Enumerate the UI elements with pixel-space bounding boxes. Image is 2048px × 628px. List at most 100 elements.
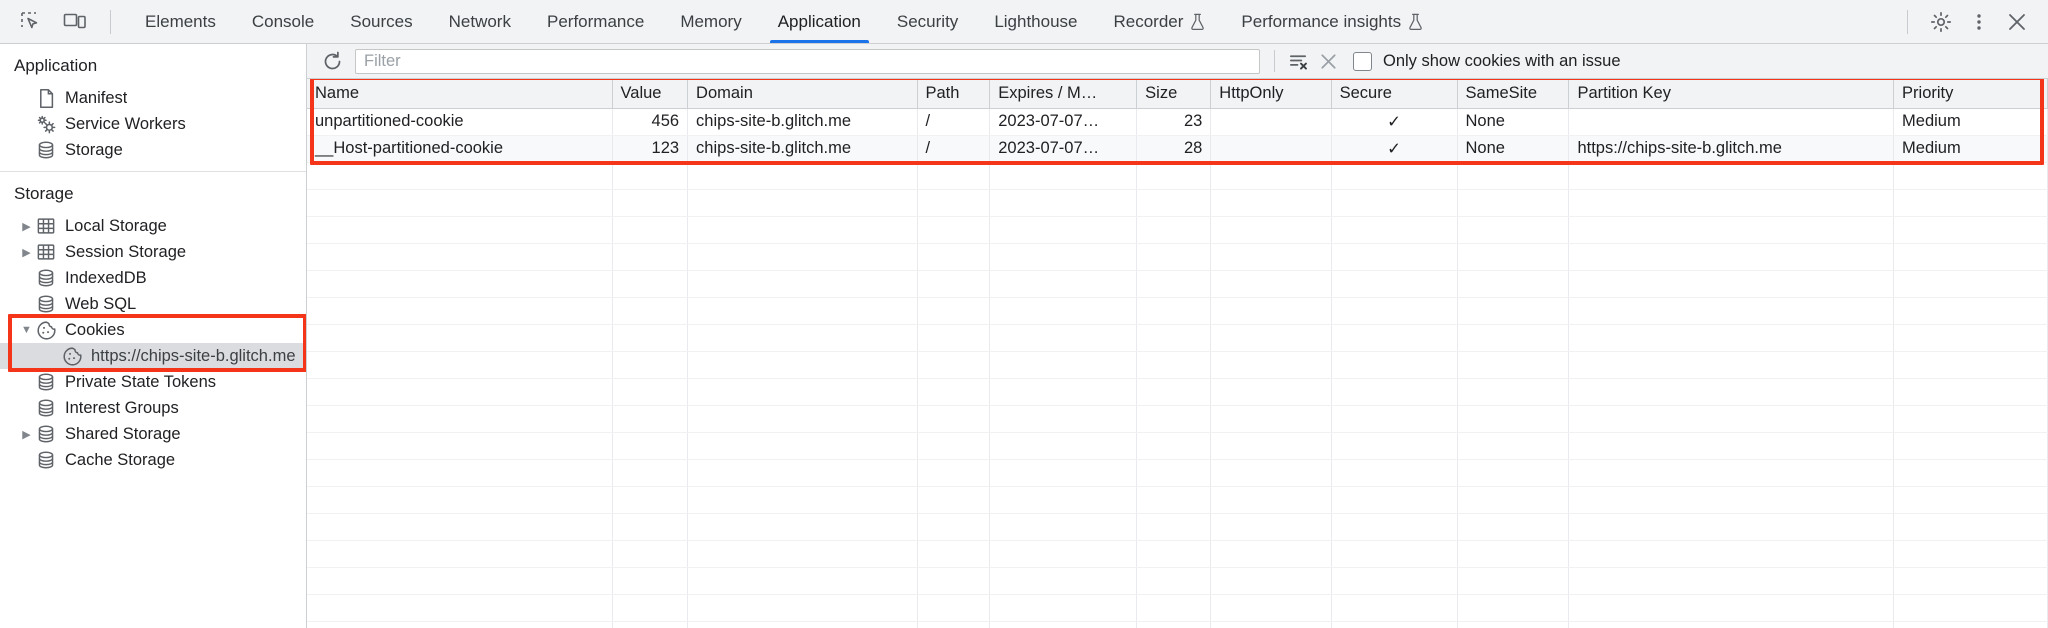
cell-size[interactable]: 28: [1136, 135, 1212, 163]
cell-empty: [1568, 405, 1895, 433]
device-toolbar-icon[interactable]: [60, 7, 90, 37]
cell-httponly[interactable]: [1210, 135, 1332, 163]
sidebar-item-session-storage[interactable]: ▶Session Storage: [0, 239, 306, 265]
table-empty-row: [307, 270, 2048, 298]
table-empty-row: [307, 405, 2048, 433]
sidebar-item-label: Service Workers: [65, 114, 186, 133]
cell-partition-key[interactable]: [1568, 108, 1895, 136]
cell-name[interactable]: __Host-partitioned-cookie: [307, 135, 613, 163]
tab-performance[interactable]: Performance: [529, 0, 662, 43]
column-header-priority[interactable]: Priority: [1893, 79, 2048, 109]
sidebar-item-label: Web SQL: [65, 294, 137, 313]
sidebar-item-manifest[interactable]: ▶Manifest: [0, 85, 306, 111]
column-header-size[interactable]: Size: [1136, 79, 1212, 109]
cell-priority[interactable]: Medium: [1893, 135, 2048, 163]
cell-empty: [1457, 162, 1570, 190]
table-empty-row: [307, 189, 2048, 217]
column-header-name[interactable]: Name: [307, 79, 613, 109]
chevron-right-icon[interactable]: ▶: [22, 428, 31, 441]
tab-console[interactable]: Console: [234, 0, 332, 43]
filter-input[interactable]: Filter: [355, 48, 1260, 74]
sidebar-item-cookies[interactable]: ▼Cookies: [0, 317, 306, 343]
tab-lighthouse[interactable]: Lighthouse: [976, 0, 1095, 43]
cell-expires[interactable]: 2023-07-07…: [989, 108, 1138, 136]
cell-expires[interactable]: 2023-07-07…: [989, 135, 1138, 163]
tab-recorder[interactable]: Recorder: [1096, 0, 1224, 43]
cell-empty: [989, 378, 1138, 406]
sidebar-item-label: Cache Storage: [65, 450, 176, 469]
sidebar-item-web-sql[interactable]: ▶Web SQL: [0, 291, 306, 317]
cell-empty: [307, 243, 613, 271]
cell-httponly[interactable]: [1210, 108, 1332, 136]
column-header-expires-m[interactable]: Expires / M…: [989, 79, 1138, 109]
cell-path[interactable]: /: [917, 135, 991, 163]
cell-partition-key[interactable]: https://chips-site-b.glitch.me: [1568, 135, 1895, 163]
cell-secure[interactable]: ✓: [1331, 108, 1458, 136]
sidebar-item-https-chips-site-b-glitch-me[interactable]: ▶https://chips-site-b.glitch.me: [0, 343, 306, 369]
clear-all-x-icon[interactable]: [1313, 46, 1343, 76]
cell-name[interactable]: unpartitioned-cookie: [307, 108, 613, 136]
column-header-path[interactable]: Path: [917, 79, 991, 109]
column-header-secure[interactable]: Secure: [1331, 79, 1458, 109]
tab-performance-insights[interactable]: Performance insights: [1223, 0, 1441, 43]
cell-empty: [307, 189, 613, 217]
chevron-right-icon[interactable]: ▶: [22, 246, 31, 259]
only-show-issue-cookies-checkbox[interactable]: Only show cookies with an issue: [1353, 51, 1621, 71]
cell-empty: [1331, 216, 1458, 244]
tab-memory[interactable]: Memory: [662, 0, 759, 43]
cell-empty: [1893, 216, 2048, 244]
cell-samesite[interactable]: None: [1457, 135, 1570, 163]
tab-application[interactable]: Application: [760, 0, 879, 43]
clear-filter-icon[interactable]: [1283, 46, 1313, 76]
chevron-right-icon[interactable]: ▶: [22, 220, 31, 233]
chevron-down-icon[interactable]: ▼: [21, 324, 32, 336]
cell-empty: [989, 540, 1138, 568]
twisty-spacer: ▶: [18, 144, 35, 157]
column-header-partition-key[interactable]: Partition Key: [1568, 79, 1895, 109]
sidebar-item-label: https://chips-site-b.glitch.me: [91, 346, 296, 365]
cell-empty: [1331, 351, 1458, 379]
column-header-domain[interactable]: Domain: [687, 79, 918, 109]
cell-domain[interactable]: chips-site-b.glitch.me: [687, 108, 918, 136]
cell-empty: [1893, 513, 2048, 541]
more-options-icon[interactable]: [1962, 5, 1996, 39]
close-icon[interactable]: [2000, 5, 2034, 39]
gear-icon[interactable]: [1924, 5, 1958, 39]
sidebar-item-service-workers[interactable]: ▶Service Workers: [0, 111, 306, 137]
sidebar-item-local-storage[interactable]: ▶Local Storage: [0, 213, 306, 239]
cell-priority[interactable]: Medium: [1893, 108, 2048, 136]
sidebar-item-storage[interactable]: ▶Storage: [0, 137, 306, 163]
checkbox-box[interactable]: [1353, 51, 1372, 71]
cell-empty: [1210, 405, 1332, 433]
column-header-value[interactable]: Value: [612, 79, 689, 109]
sidebar-item-shared-storage[interactable]: ▶Shared Storage: [0, 421, 306, 447]
sidebar-item-indexeddb[interactable]: ▶IndexedDB: [0, 265, 306, 291]
cell-samesite[interactable]: None: [1457, 108, 1570, 136]
tab-sources[interactable]: Sources: [332, 0, 430, 43]
cell-secure[interactable]: ✓: [1331, 135, 1458, 163]
cell-path[interactable]: /: [917, 108, 991, 136]
cell-domain[interactable]: chips-site-b.glitch.me: [687, 135, 918, 163]
cell-empty: [612, 540, 689, 568]
tab-elements[interactable]: Elements: [127, 0, 234, 43]
cell-value[interactable]: 123: [612, 135, 689, 163]
column-header-httponly[interactable]: HttpOnly: [1210, 79, 1332, 109]
tab-network[interactable]: Network: [431, 0, 529, 43]
cell-empty: [1210, 432, 1332, 460]
cell-size[interactable]: 23: [1136, 108, 1212, 136]
cell-empty: [989, 270, 1138, 298]
sidebar-item-private-state-tokens[interactable]: ▶Private State Tokens: [0, 369, 306, 395]
refresh-icon[interactable]: [317, 46, 347, 76]
cell-empty: [1210, 324, 1332, 352]
sidebar-item-interest-groups[interactable]: ▶Interest Groups: [0, 395, 306, 421]
tab-security[interactable]: Security: [879, 0, 976, 43]
column-header-samesite[interactable]: SameSite: [1457, 79, 1570, 109]
cell-value[interactable]: 456: [612, 108, 689, 136]
sidebar-item-cache-storage[interactable]: ▶Cache Storage: [0, 447, 306, 473]
inspect-element-icon[interactable]: [16, 7, 46, 37]
cell-empty: [612, 162, 689, 190]
